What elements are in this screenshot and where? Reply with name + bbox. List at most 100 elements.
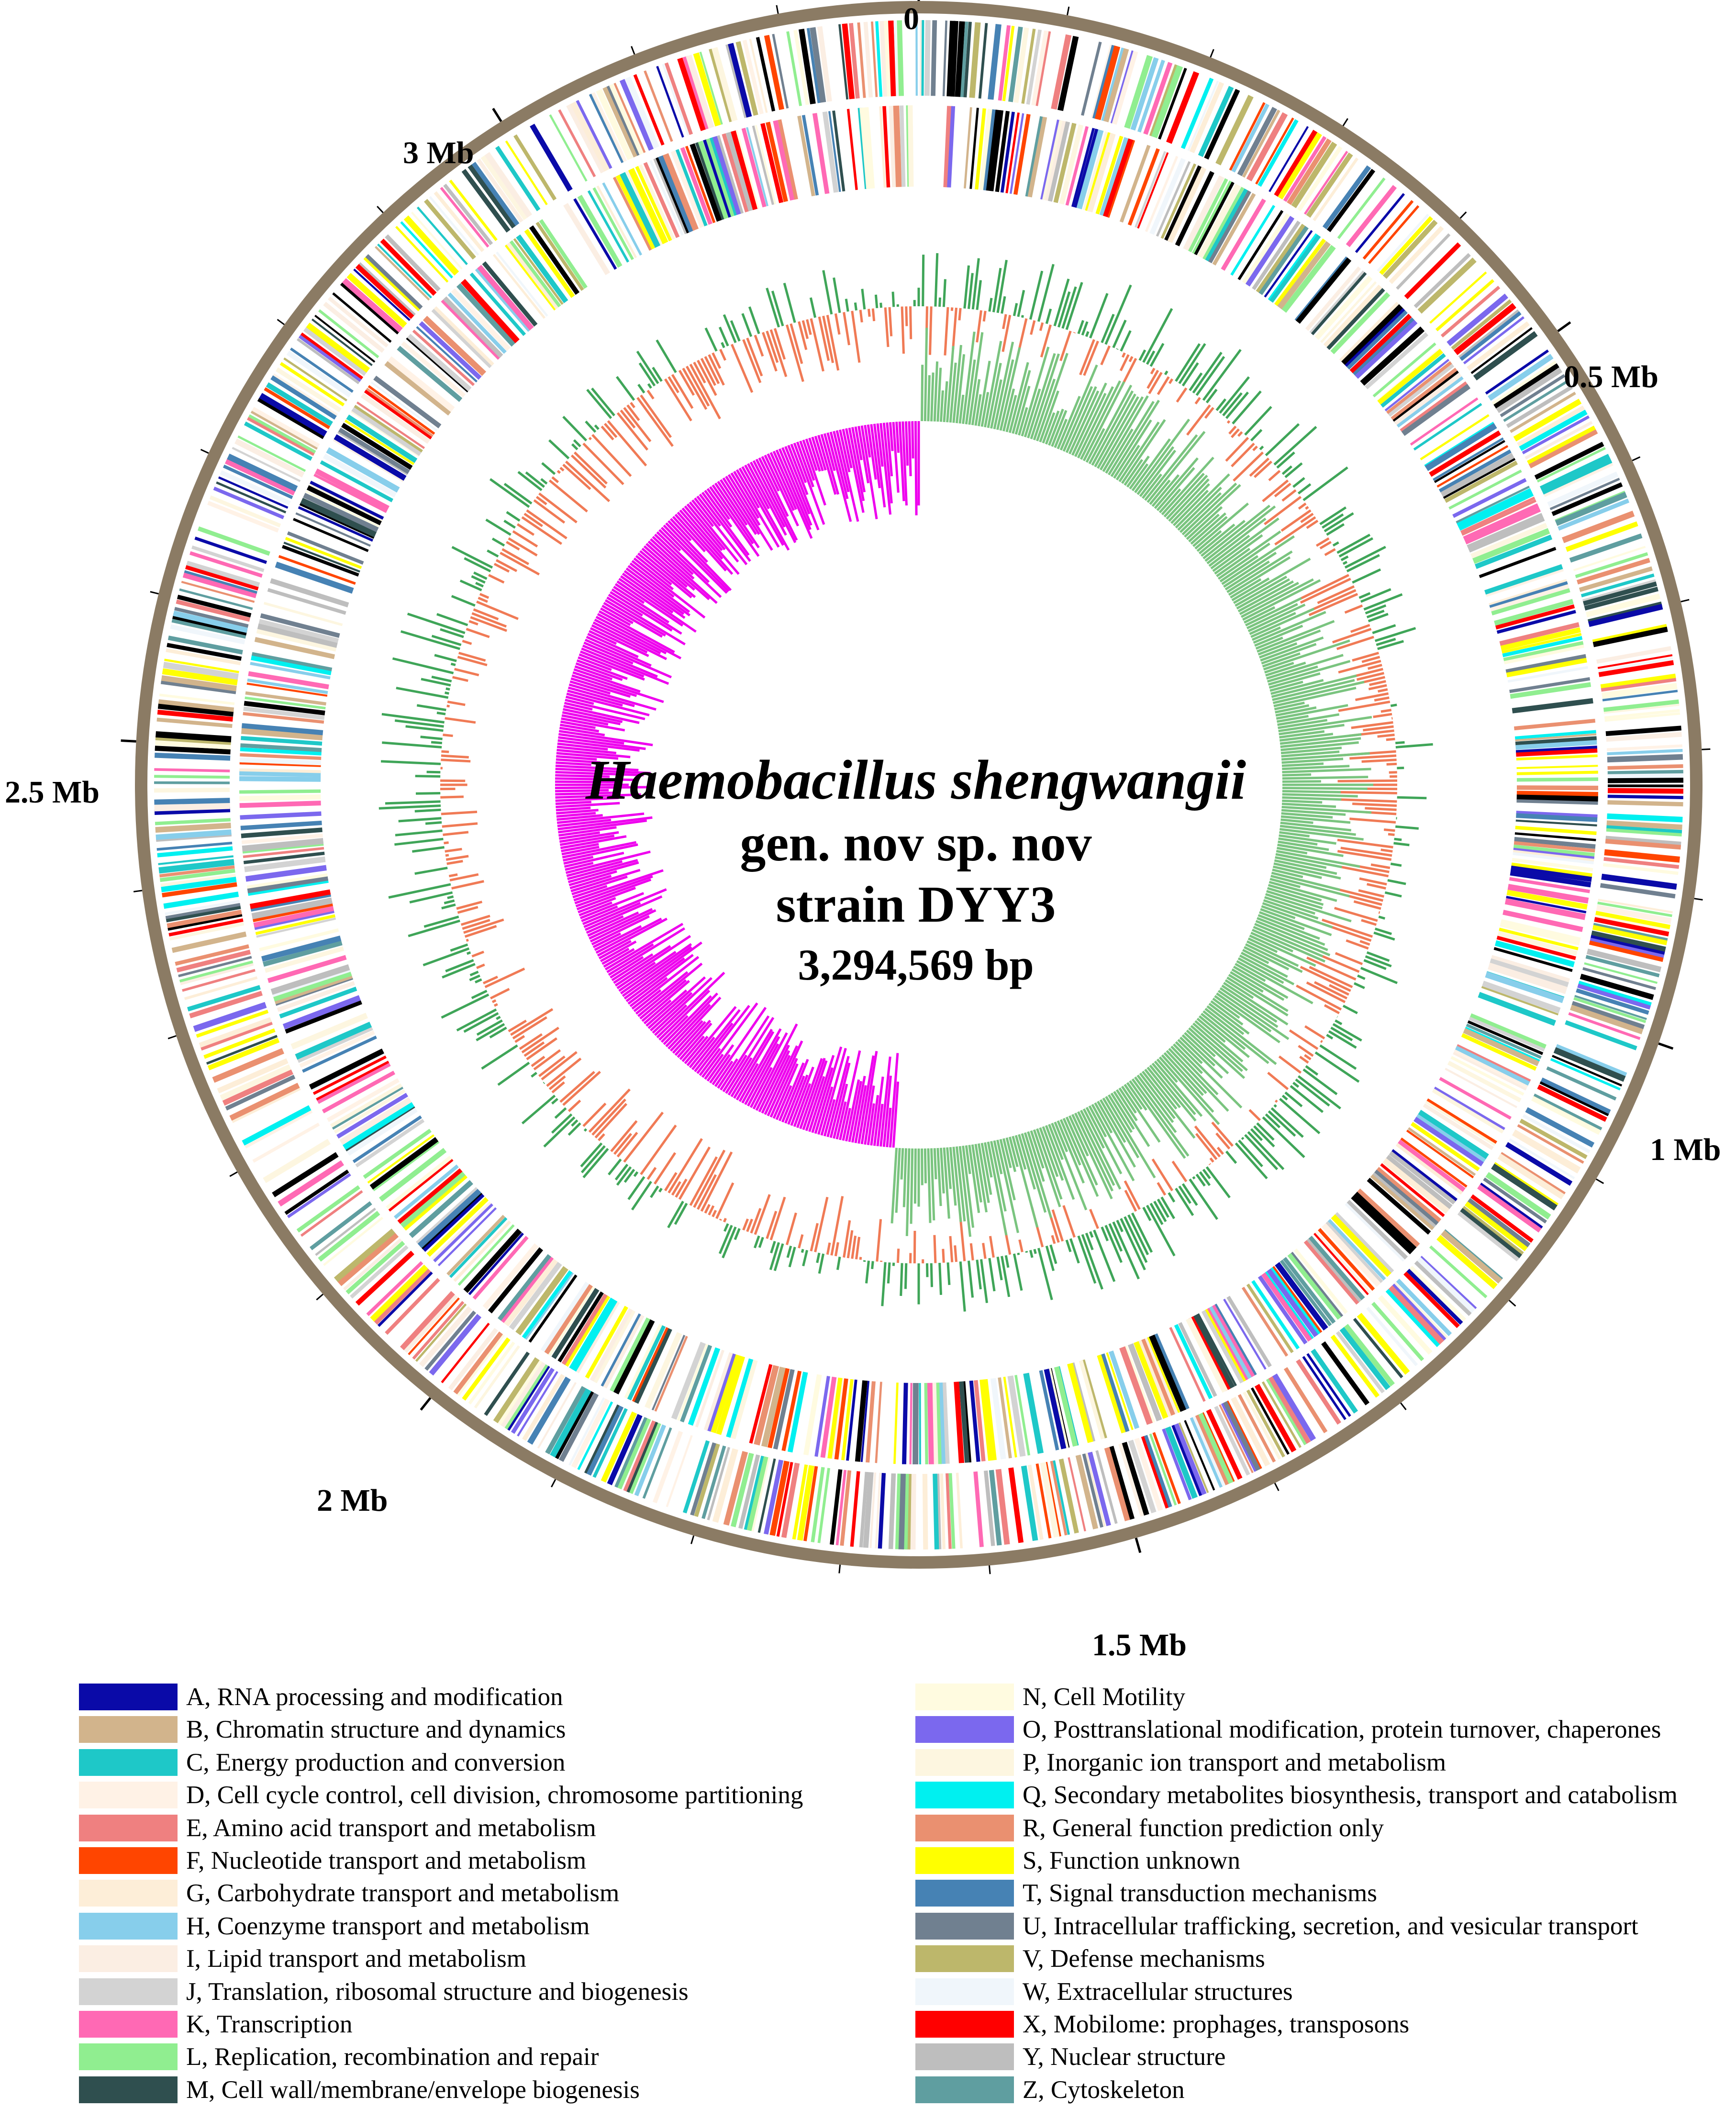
cog-gene-mark (1303, 151, 1348, 215)
legend-label: P, Inorganic ion transport and metabolis… (1023, 1748, 1447, 1776)
legend-label: T, Signal transduction mechanisms (1023, 1879, 1377, 1907)
gc-skew-bar (1264, 662, 1294, 674)
gc-content-bar (1150, 368, 1156, 375)
cog-gene-mark (1169, 1327, 1206, 1402)
gc-content-bar (623, 407, 652, 442)
cog-gene-mark (1394, 372, 1463, 426)
cog-gene-mark (1571, 1001, 1645, 1029)
gc-skew-bar (1282, 796, 1342, 801)
gc-content-bar (394, 837, 444, 846)
cog-gene-mark (181, 580, 255, 603)
gc-content-bar (715, 1182, 734, 1219)
legend-label: O, Posttranslational modification, prote… (1023, 1716, 1661, 1744)
gc-content-bar (588, 1088, 631, 1133)
gc-content-bar (1062, 1205, 1076, 1238)
cog-gene-mark (1192, 1314, 1235, 1389)
cog-gene-mark (612, 177, 652, 251)
gc-content-bar (521, 1094, 556, 1125)
legend-swatch (79, 2076, 178, 2103)
gc-content-bar (473, 608, 499, 621)
cog-gene-mark (878, 1472, 886, 1549)
cog-gene-mark (1258, 226, 1309, 295)
cog-gene-mark (703, 139, 733, 218)
gc-skew-bar (1045, 410, 1060, 445)
gc-content-bar (1336, 636, 1374, 650)
gc-content-bar (1265, 423, 1300, 457)
cog-gene-mark (516, 234, 568, 303)
cog-gene-mark (283, 357, 347, 401)
gc-skew-bar (1202, 1010, 1269, 1064)
gc-content-bar (1298, 502, 1307, 510)
gc-skew-bar (778, 1062, 805, 1122)
gc-skew-bar (1154, 457, 1199, 509)
gc-skew-bar (962, 331, 976, 424)
gc-skew-bar (570, 677, 631, 698)
gc-skew-bar (1261, 905, 1296, 919)
gc-skew-bar (610, 956, 644, 979)
cog-gene-mark (969, 22, 981, 98)
cog-gene-mark (712, 135, 742, 215)
gc-content-bar (604, 423, 618, 438)
cog-gene-mark (275, 561, 354, 594)
gc-skew-bar (569, 680, 611, 695)
cog-gene-mark (1335, 1331, 1385, 1394)
gc-skew-bar (563, 856, 594, 865)
cog-gene-mark (577, 194, 623, 268)
gc-content-bar (868, 309, 871, 317)
cog-gene-mark (1448, 469, 1522, 510)
cog-gene-mark (315, 1207, 376, 1256)
gc-content-bar (591, 1098, 626, 1136)
cog-gene-mark (1175, 171, 1214, 246)
gc-skew-bar (722, 1054, 748, 1093)
cog-gene-mark (644, 70, 673, 142)
gc-content-bar (588, 436, 592, 441)
gc-skew-bar (1214, 547, 1251, 575)
gc-content-bar (1395, 741, 1405, 745)
gc-skew-bar (820, 434, 840, 495)
cog-gene-mark (561, 1294, 608, 1365)
legend-swatch (915, 1814, 1014, 1841)
gc-skew-bar (559, 831, 619, 843)
gc-skew-bar (857, 1055, 875, 1144)
gc-skew-bar (805, 1076, 825, 1131)
gc-content-bar (519, 1033, 543, 1050)
cog-gene-mark (1282, 1257, 1336, 1324)
cog-gene-mark (1094, 45, 1121, 121)
position-tick (1210, 49, 1214, 58)
cog-gene-mark (1502, 633, 1582, 654)
gc-skew-bar (616, 580, 684, 627)
cog-gene-mark (257, 397, 325, 439)
cog-gene-mark (474, 1345, 520, 1409)
gc-skew-bar (633, 989, 662, 1013)
gc-skew-bar (579, 653, 645, 681)
gc-content-bar (693, 1149, 726, 1208)
cog-gene-mark (290, 1013, 368, 1050)
cog-gene-mark (1510, 391, 1576, 433)
cog-gene-mark (1124, 55, 1153, 129)
cog-gene-mark (254, 637, 335, 659)
gc-skew-bar (691, 1009, 741, 1071)
cog-gene-mark (337, 431, 409, 476)
legend-swatch (79, 2043, 178, 2071)
gc-skew-bar (575, 878, 652, 908)
cog-gene-mark (1522, 415, 1590, 455)
cog-gene-mark (979, 109, 994, 190)
cog-gene-mark (1469, 1016, 1545, 1052)
cog-gene-mark (1507, 666, 1589, 683)
gc-skew-bar (1065, 386, 1097, 453)
gc-skew-bar (826, 432, 852, 522)
cog-gene-mark (1076, 129, 1104, 210)
gc-skew-bar (555, 777, 634, 781)
cog-gene-mark (527, 1376, 571, 1445)
position-tick (1595, 1178, 1604, 1184)
cog-gene-mark (286, 350, 352, 398)
cog-gene-mark (620, 172, 661, 248)
gc-skew-bar (890, 1148, 898, 1224)
cog-gene-mark (832, 110, 846, 192)
cog-gene-mark (995, 111, 1010, 192)
gc-skew-bar (656, 531, 710, 583)
cog-gene-mark (154, 798, 230, 805)
gc-skew-bar (1272, 679, 1355, 702)
gc-content-bar (1089, 1231, 1094, 1238)
cog-gene-mark (1156, 161, 1191, 237)
